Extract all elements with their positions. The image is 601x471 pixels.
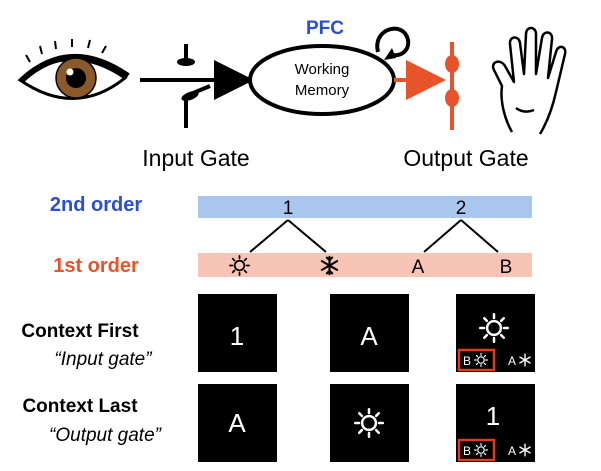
second-order-item-2: 2	[456, 198, 467, 219]
first-order-item-a: A	[412, 257, 425, 278]
choice-b-text: B	[463, 354, 471, 368]
working-memory-node	[248, 44, 396, 116]
stimulus-screen	[198, 294, 277, 372]
stimulus-screen	[198, 384, 277, 462]
output-gate-icon	[445, 42, 459, 130]
row-title-context-last: Context Last	[22, 396, 138, 417]
first-order-item-b: B	[500, 257, 513, 278]
working-memory-line2: Memory	[295, 82, 350, 99]
eye-icon	[17, 39, 130, 100]
hand-icon	[491, 26, 567, 135]
choice-a-text: A	[508, 444, 516, 458]
tree-branches	[249, 219, 499, 253]
stimulus-screen	[456, 384, 535, 462]
stimulus-screen	[456, 294, 535, 372]
pfc-label: PFC	[306, 18, 344, 39]
output-gate-label: Output Gate	[403, 145, 528, 171]
row-subtitle-output-gate: “Output gate”	[49, 425, 163, 446]
row-title-context-first: Context First	[21, 321, 139, 342]
working-memory-line1: Working	[295, 61, 350, 78]
stimulus-text: A	[360, 321, 378, 351]
stimulus-text: 1	[230, 321, 244, 351]
first-order-label: 1st order	[53, 255, 139, 277]
stimulus-screen	[330, 384, 409, 462]
input-gate-label: Input Gate	[142, 145, 249, 171]
stimulus-screen	[330, 294, 409, 372]
input-gate-icon	[177, 44, 211, 128]
choice-a-text: A	[508, 354, 516, 368]
second-order-label: 2nd order	[50, 194, 142, 216]
stimulus-text: A	[228, 408, 246, 438]
highlight-box	[457, 438, 496, 462]
first-order-bar	[198, 253, 532, 277]
choice-b-text: B	[463, 444, 471, 458]
second-order-bar	[198, 196, 532, 218]
stimulus-text: 1	[486, 401, 500, 431]
highlight-box	[457, 348, 496, 372]
row-subtitle-input-gate: “Input gate”	[54, 349, 153, 370]
second-order-item-1: 1	[283, 198, 294, 219]
recurrent-loop-icon	[375, 26, 411, 60]
